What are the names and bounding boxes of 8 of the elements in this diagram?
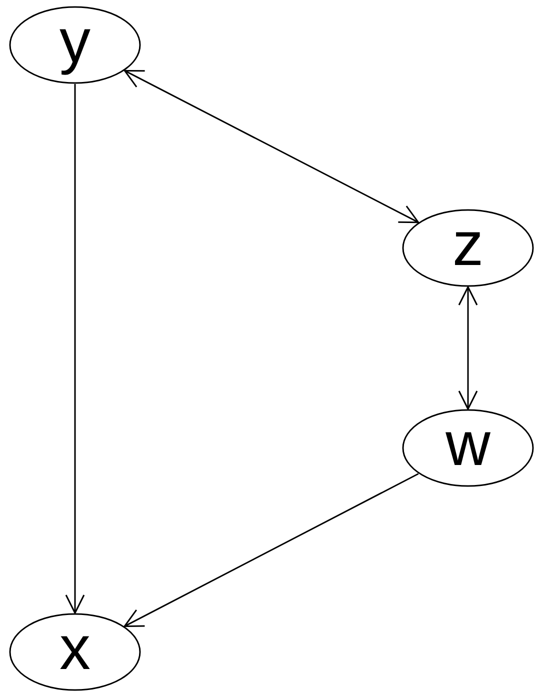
arrow <box>65 84 85 614</box>
node-label: y <box>60 11 90 73</box>
arrow <box>124 473 419 627</box>
arrow <box>458 286 478 410</box>
node-label: z <box>452 214 484 276</box>
node-label: x <box>60 618 90 680</box>
node-label: w <box>446 414 490 476</box>
arrow <box>124 70 420 224</box>
